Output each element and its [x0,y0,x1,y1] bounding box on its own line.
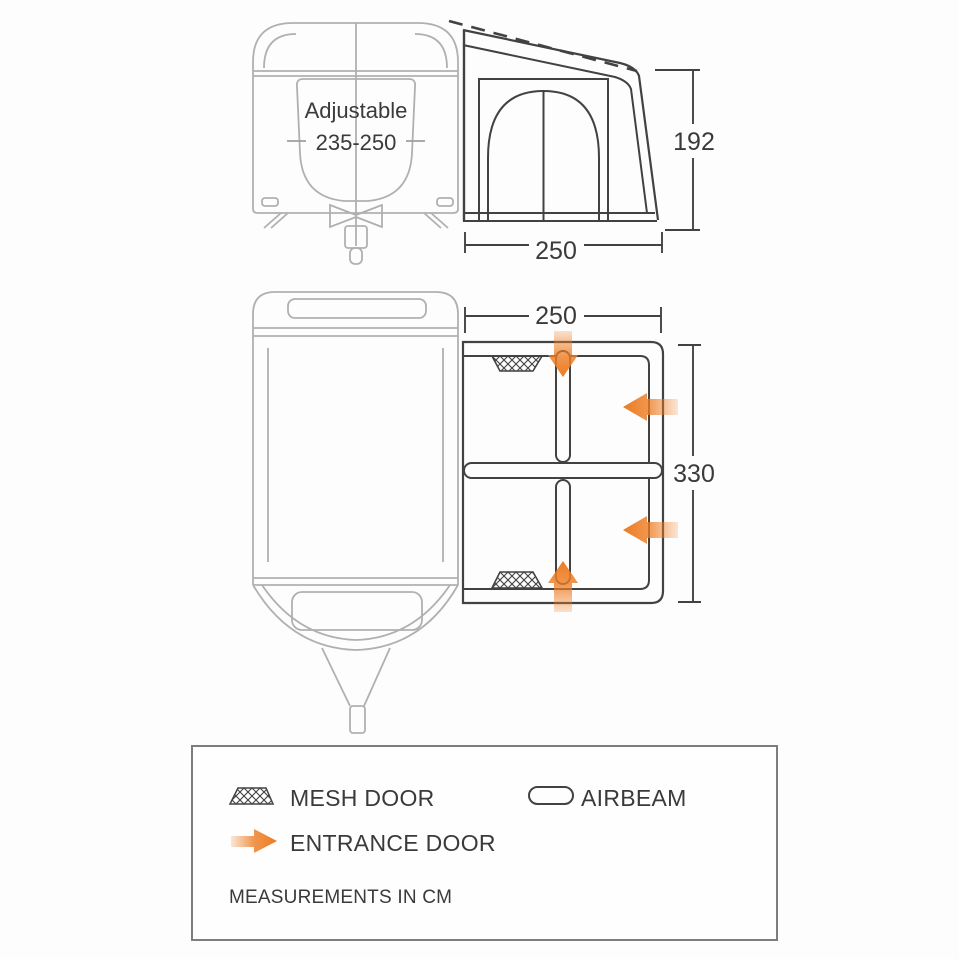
dim-width-250-plan-value: 250 [535,302,577,330]
hitch-wings [329,203,383,229]
dim-width-250-plan [464,307,662,333]
awning-outer-outline [462,28,660,221]
legend-box [191,745,778,941]
dim-height-192-value: 192 [673,128,715,156]
roof-corner-arc [414,33,448,69]
mesh-door-icon [228,787,275,805]
adjustable-label-line2: 235-250 [316,130,397,155]
airbeam-icon [528,786,574,805]
entrance-arrow-down [548,331,578,377]
gas-locker [291,591,423,631]
skylight [287,298,427,319]
a-frame-bar [321,647,351,707]
mesh-door-bottom [490,571,544,589]
marker-light [436,197,454,207]
marker-light [261,197,279,207]
corner-steady-leg [263,212,282,229]
door-arch [487,89,600,221]
adjustable-label-line1: Adjustable [305,98,408,123]
awning-plan-view [461,340,665,605]
legend-mesh-door-label: MESH DOOR [290,785,435,811]
legend-airbeam-label: AIRBEAM [581,785,687,811]
adjustable-range-dashed-line [448,19,638,73]
caravan-plan-view [252,291,459,734]
caravan-body-outline [252,22,459,214]
entrance-door-arrows [548,331,678,612]
entrance-arrow-up [548,561,578,612]
hitch-stem [349,247,363,265]
corner-steady-leg [423,212,442,229]
caravan-bow-outer [252,584,459,651]
caravan-front-window [295,78,417,202]
awning-plan-outline [461,340,665,605]
entrance-door-icon [231,829,277,853]
hitch-plan [349,705,366,734]
caravan-front-view [252,22,459,265]
corner-steady-leg [430,212,449,229]
a-frame-bar [363,647,391,707]
awning-side-view [448,19,660,222]
corner-steady-leg [270,212,289,229]
awning-inner-outline [462,44,648,214]
dim-depth-330 [678,344,701,603]
plan-view-diagram: 250 330 [252,291,715,734]
legend-entrance-door-label: ENTRANCE DOOR [290,830,496,856]
roof-corner-arc [263,33,297,69]
dim-height-192 [655,69,700,231]
entrance-arrow-left-upper [623,393,678,421]
mesh-door-top [490,355,544,372]
caravan-plan-outline [252,291,459,585]
legend: MESH DOOR AIRBEAM ENTRANCE DOOR MEASUREM… [191,745,778,941]
dim-width-250-side [464,232,663,253]
entrance-arrow-left-lower [623,516,678,544]
caravan-bow-inner [261,584,451,641]
airbeam-middle [463,462,663,479]
measurements-note: MEASUREMENTS IN CM [229,887,452,908]
dim-width-250-side-value: 250 [535,237,577,265]
side-view-diagram: Adjustable 235-250 192 [252,19,715,265]
dim-depth-330-value: 330 [673,460,715,488]
